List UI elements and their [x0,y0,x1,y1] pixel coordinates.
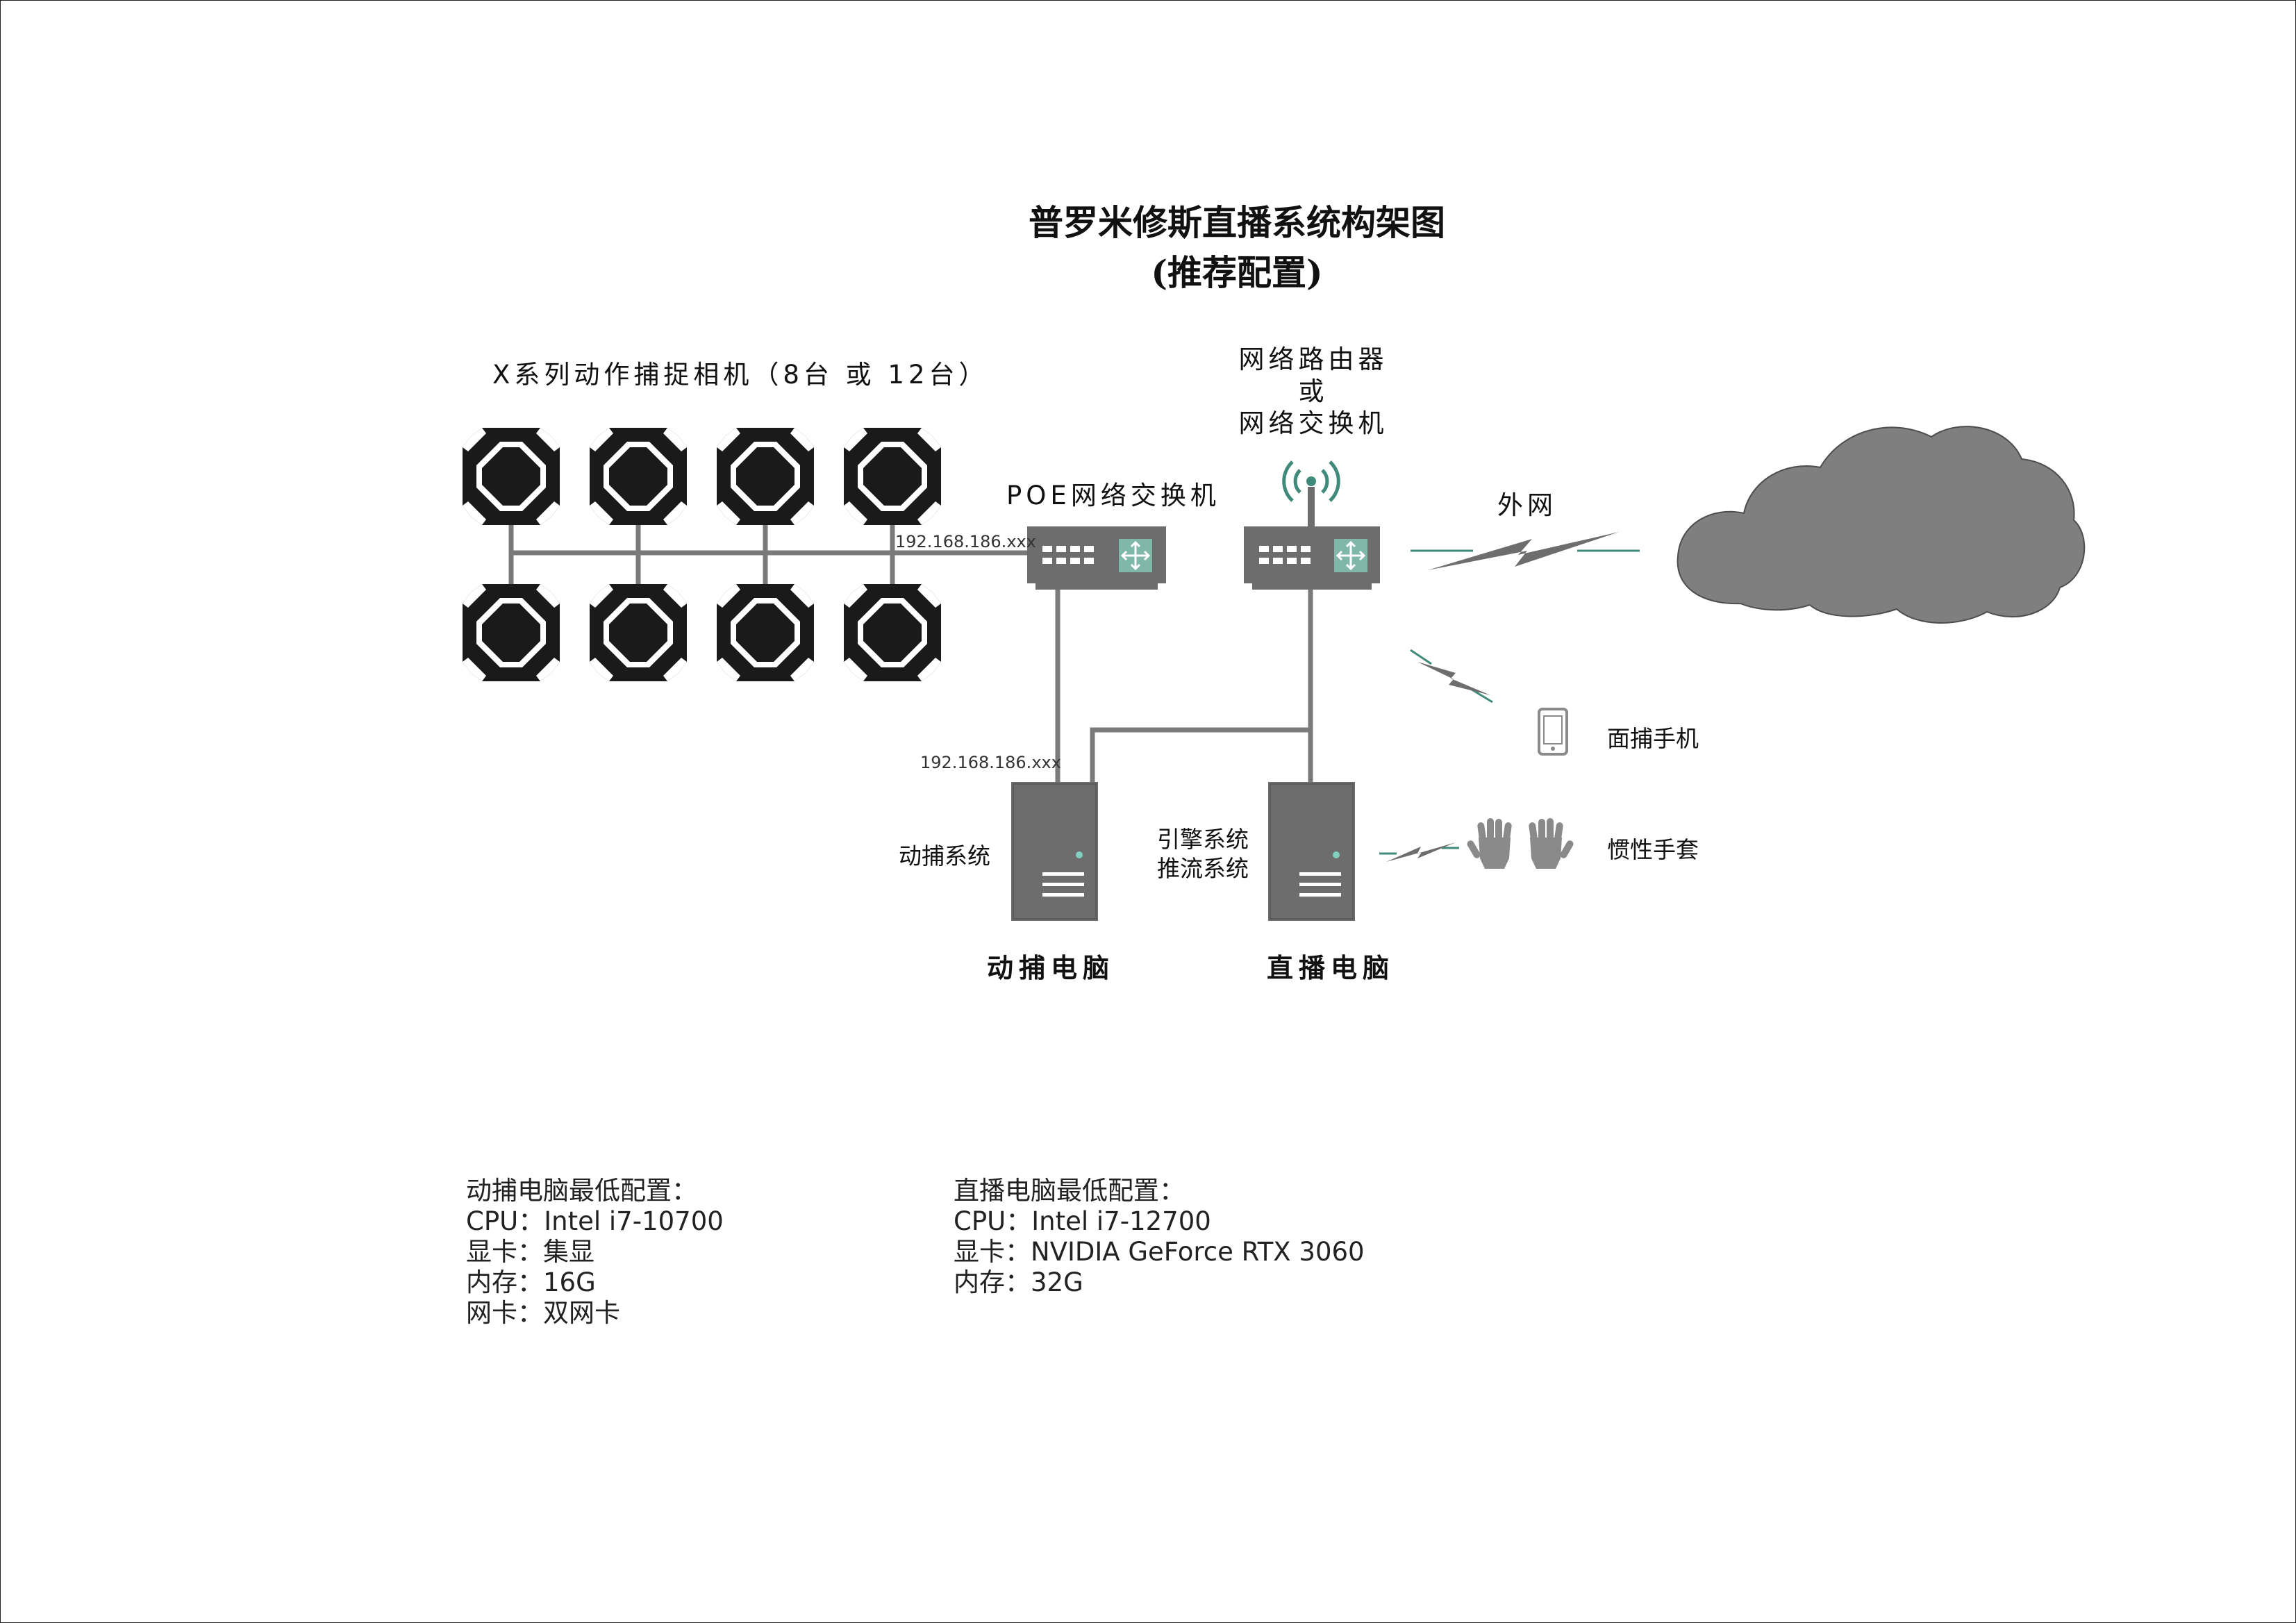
router-label-line1: 网络路由器 [1238,344,1388,374]
mocap-spec-ram: 内存：16G [466,1267,596,1297]
mocap-spec-heading: 动捕电脑最低配置： [466,1176,697,1206]
phone-wireless-icon [1410,649,1493,704]
camera-icon [717,584,814,681]
camera-icon [590,584,687,681]
diagram-title-block: 普罗米修斯直播系统构架图 (推荐配置) [959,195,1515,295]
mocap-pc-specs: 动捕电脑最低配置： CPU：Intel i7-10700 显卡：集显 内存：16… [466,1176,724,1329]
glove-icon-right [1529,818,1574,869]
poe-switch-label: POE网络交换机 [1006,481,1220,510]
camera-icon [844,428,941,525]
streaming-system-label: 推流系统 [1157,855,1249,882]
cameras-label: X系列动作捕捉相机（8台 或 12台） [492,360,989,390]
glove-icon-left [1467,818,1512,869]
diagram-title: 普罗米修斯直播系统构架图 [1029,202,1445,243]
camera-icon [463,428,560,525]
pc-links [1055,588,1313,782]
internet-label: 外网 [1497,490,1557,520]
stream-spec-gpu: 显卡：NVIDIA GeForce RTX 3060 [954,1237,1365,1267]
mocap-to-router-line [1090,727,1311,782]
stream-pc-icon [1268,782,1355,921]
inertial-gloves-label: 惯性手套 [1607,836,1699,863]
engine-system-label: 引擎系统 [1157,826,1249,853]
stream-pc-label: 直播电脑 [1267,953,1395,983]
mocap-system-label: 动捕系统 [899,842,990,869]
camera-icon [463,584,560,681]
gloves-wireless-icon [1379,842,1459,862]
camera-icon [590,428,687,525]
mocap-pc-icon [1011,782,1098,921]
cloud-icon [1677,426,2086,624]
stream-pc-specs: 直播电脑最低配置： CPU：Intel i7-12700 显卡：NVIDIA G… [954,1176,1365,1298]
camera-icon [844,584,941,681]
camera-bus-lines [508,515,1029,598]
stream-spec-heading: 直播电脑最低配置： [954,1176,1185,1206]
router-label: 网络路由器 或 网络交换机 [1223,344,1404,440]
mocap-pc-ip: 192.168.186.xxx [920,753,1061,772]
diagram-subtitle: (推荐配置) [1151,252,1323,293]
router-label-line2: 或 [1298,376,1329,406]
stream-spec-ram: 内存：32G [954,1267,1083,1297]
camera-group [463,428,941,681]
router-icon [1244,460,1380,590]
mocap-spec-gpu: 显卡：集显 [466,1237,594,1267]
stream-system-label: 引擎系统 推流系统 [1157,825,1249,883]
mocap-spec-cpu: CPU：Intel i7-10700 [466,1206,724,1236]
router-label-line3: 网络交换机 [1238,408,1388,438]
wireless-link-icon [1411,532,1640,570]
face-capture-phone-label: 面捕手机 [1607,725,1699,752]
mocap-pc-label: 动捕电脑 [987,953,1115,983]
poe-switch-icon [1027,526,1166,590]
camera-icon [717,428,814,525]
mocap-spec-nic: 网卡：双网卡 [466,1298,620,1328]
phone-icon [1538,708,1568,756]
poe-switch-ip: 192.168.186.xxx [895,532,1036,551]
stream-spec-cpu: CPU：Intel i7-12700 [954,1206,1211,1236]
